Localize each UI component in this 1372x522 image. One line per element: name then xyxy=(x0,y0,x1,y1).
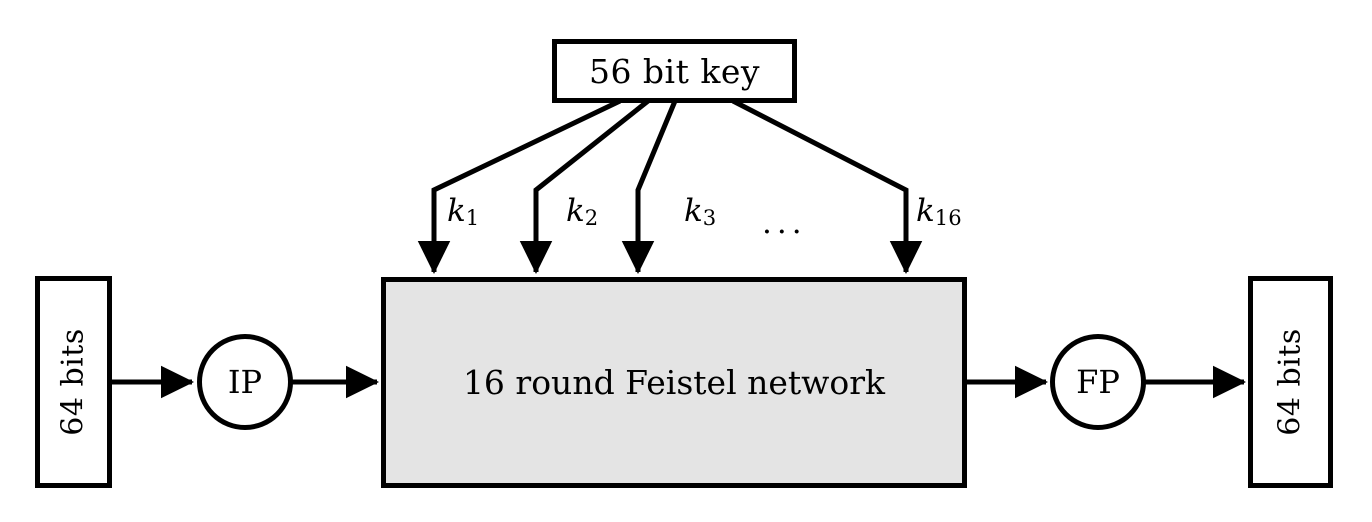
round-key-base-k16: k xyxy=(916,193,935,229)
round-key-sub-k2: 2 xyxy=(584,204,599,230)
round-key-sub-k1: 1 xyxy=(465,204,480,230)
round-key-label-k2: k2 xyxy=(566,196,598,228)
round-key-label-k3: k3 xyxy=(684,196,716,228)
fp-circle-outline xyxy=(1050,334,1146,430)
round-key-base-k1: k xyxy=(447,193,466,229)
output-block-outline xyxy=(1248,276,1333,488)
round-key-sub-k3: 3 xyxy=(702,204,717,230)
feistel-network-text: 16 round Feistel network xyxy=(462,363,886,402)
fp-label: FP xyxy=(1050,334,1146,430)
key-box-text: 56 bit key xyxy=(588,51,761,91)
key-box-label: 56 bit key xyxy=(554,41,795,101)
round-key-label-k1: k1 xyxy=(447,196,479,228)
round-key-connector-k3 xyxy=(621,100,678,275)
round-key-base-k3: k xyxy=(684,193,703,229)
fp-text: FP xyxy=(1076,363,1120,401)
input-block-text: 64 bits xyxy=(55,328,91,436)
round-key-base-k2: k xyxy=(566,193,585,229)
round-key-connector-k2 xyxy=(519,99,650,275)
feistel-network-label: 16 round Feistel network xyxy=(381,277,967,488)
ip-label: IP xyxy=(197,334,293,430)
round-key-connector-k16 xyxy=(731,98,923,275)
feistel-network-outline xyxy=(381,277,967,488)
round-key-sub-k16: 16 xyxy=(934,204,962,230)
key-box-outline xyxy=(552,39,797,103)
input-block-label: 64 bits xyxy=(35,276,112,488)
round-key-connector-k1 xyxy=(417,98,622,275)
output-block-text: 64 bits xyxy=(1272,328,1308,436)
ip-circle-outline xyxy=(197,334,293,430)
round-key-connectors xyxy=(417,98,923,275)
round-key-label-k16: k16 xyxy=(916,196,962,228)
round-key-ellipsis: ... xyxy=(762,205,807,241)
ip-text: IP xyxy=(227,363,263,401)
input-block-outline xyxy=(35,276,112,488)
output-block-label: 64 bits xyxy=(1248,276,1333,488)
